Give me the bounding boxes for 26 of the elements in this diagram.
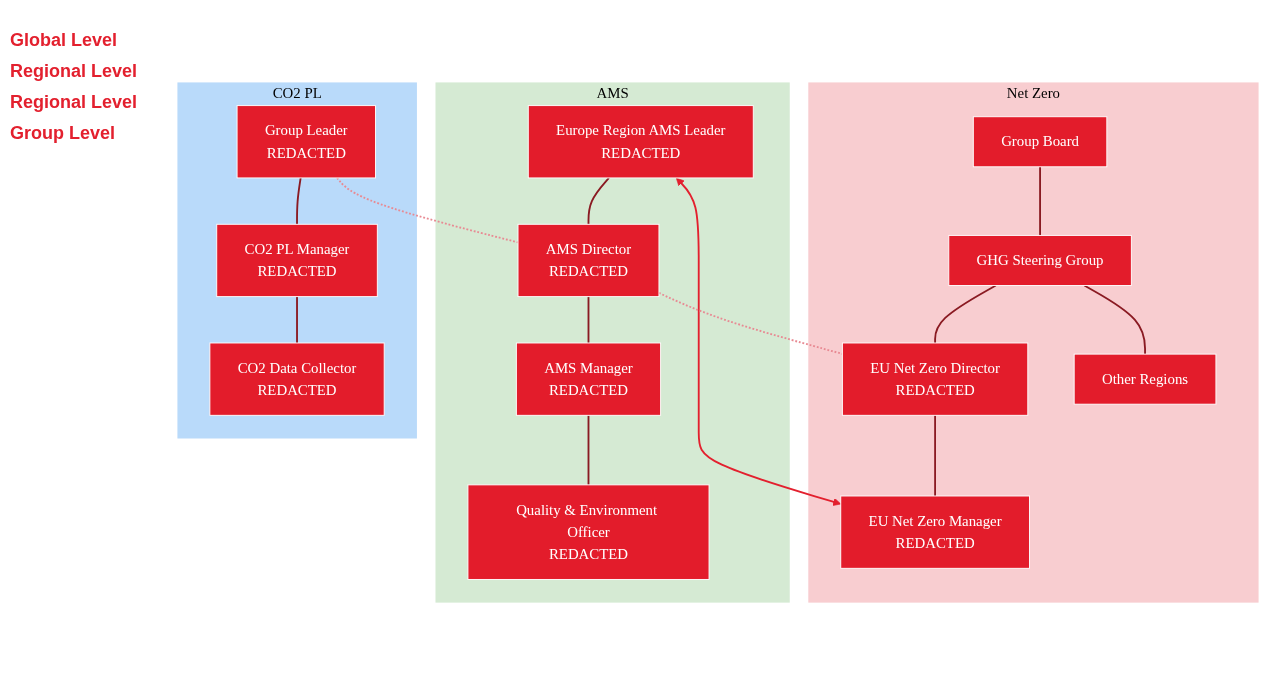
node-box: Quality & Environment Officer REDACTED	[467, 484, 710, 581]
node-box: EU Net Zero Manager REDACTED	[840, 496, 1030, 570]
connector	[934, 285, 997, 345]
level-label: Regional Level	[10, 92, 139, 113]
connector	[587, 177, 610, 226]
node-box: CO2 PL Manager REDACTED	[216, 224, 378, 298]
connector	[296, 177, 302, 226]
node-box: AMS Manager REDACTED	[515, 343, 662, 417]
level-label: Group Level	[10, 123, 117, 144]
connector	[1039, 166, 1041, 237]
node-box: Group Leader REDACTED	[236, 105, 376, 179]
node-box: AMS Director REDACTED	[517, 224, 660, 298]
arrow	[676, 178, 842, 507]
connector	[587, 414, 590, 487]
node-box: EU Net Zero Director REDACTED	[841, 343, 1029, 417]
node-box: Other Regions	[1073, 354, 1217, 406]
connector	[296, 296, 298, 345]
node-box: Group Board	[972, 116, 1108, 168]
connector	[934, 414, 937, 498]
node-box: GHG Steering Group	[948, 235, 1132, 287]
level-label: Global Level	[10, 30, 119, 51]
node-box: Europe Region AMS Leader REDACTED	[527, 105, 754, 179]
connector	[1083, 285, 1146, 356]
level-label: Regional Level	[10, 61, 139, 82]
node-box: CO2 Data Collector REDACTED	[209, 343, 385, 417]
connector	[587, 296, 590, 345]
